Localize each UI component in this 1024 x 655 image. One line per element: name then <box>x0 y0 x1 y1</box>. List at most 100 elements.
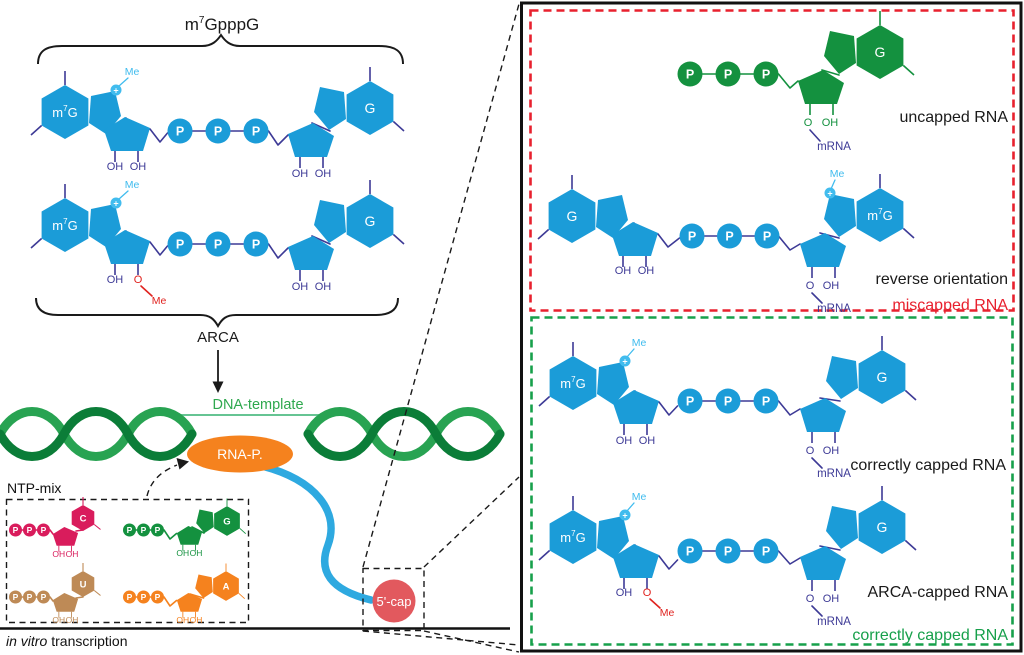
miscapped-box <box>529 9 1015 312</box>
phosphate-label: P <box>724 395 732 409</box>
o-label: O <box>806 280 815 292</box>
base-g-label: G <box>223 517 230 528</box>
adenine-base <box>194 563 246 602</box>
plus-charge-icon <box>824 187 836 199</box>
guanine-label: G <box>877 519 888 535</box>
phosphate-label: P <box>252 238 260 252</box>
structure-reverse-capped-rna: G OH OH P P P O OH mRNA + Me m7G reverse… <box>537 168 1008 315</box>
m7g-label: m7G <box>560 375 585 391</box>
reverse-orientation-label: reverse orientation <box>875 271 1008 288</box>
structure-uncapped-rna: P P P O OH mRNA G uncapped RNA <box>677 10 1008 153</box>
dna-helix-left <box>0 412 192 457</box>
oh-label: OH <box>66 549 79 559</box>
arrow-head-icon <box>176 458 189 470</box>
o-label: O <box>804 117 813 129</box>
guanine-label: G <box>365 213 376 229</box>
structure-arca-capped-rna: + Me m7G OH O Me P P P O OH mRNA G ARCA-… <box>538 485 1008 644</box>
oh-label: OH <box>292 281 309 293</box>
oh-label: OH <box>130 161 147 173</box>
methyl-red-label: Me <box>152 295 167 307</box>
base-a-label: A <box>223 582 230 593</box>
phosphate-label: P <box>41 592 47 602</box>
oh-label: OH <box>822 117 839 129</box>
phosphate-label: P <box>155 592 161 602</box>
phosphate-label: P <box>762 68 770 82</box>
phosphate-label: P <box>13 592 19 602</box>
structure-correctly-capped-rna: + Me m7G OH OH P P P O OH mRNA G correct… <box>538 335 1006 480</box>
phosphate-label: P <box>27 592 33 602</box>
correctly-capped-rna-label: correctly capped RNA <box>850 457 1006 474</box>
oh-label: OH <box>190 548 203 558</box>
ntp-arrow <box>146 464 178 497</box>
cap-zoom-box <box>362 567 425 632</box>
phosphate-label: P <box>688 230 696 244</box>
phosphate-label: P <box>27 525 33 535</box>
plus-label: + <box>622 511 627 521</box>
plus-charge-icon <box>110 197 122 209</box>
ntp-c: P P P C OH OH <box>9 496 102 559</box>
plus-charge-icon <box>619 509 631 521</box>
ntp-mix: NTP-mix P P P C OH OH P P P G OH OH <box>5 458 250 625</box>
guanine-label: G <box>875 44 886 60</box>
five-prime-cap-callout: 5'-cap <box>362 3 520 653</box>
base-u-label: U <box>80 580 87 591</box>
m7g-label: m7G <box>867 207 892 223</box>
plus-charge-icon <box>110 84 122 96</box>
guanine-base <box>313 179 405 249</box>
oh-label: OH <box>52 615 65 625</box>
ntp-a: P P P A OH OH <box>123 563 246 625</box>
brace-bottom <box>35 297 399 329</box>
mrna-label: mRNA <box>817 303 851 315</box>
oh-label: OH <box>292 168 309 180</box>
five-prime-cap <box>372 579 416 623</box>
methyl-label: Me <box>830 168 845 180</box>
callout-line <box>423 630 520 653</box>
oh-label: OH <box>615 265 632 277</box>
structure-arca: + Me m7G OH O Me P P P OH OH G <box>30 179 405 307</box>
oh-label: OH <box>823 445 840 457</box>
oh-label: OH <box>823 593 840 605</box>
brace-top <box>37 33 404 65</box>
guanine-base <box>195 498 247 537</box>
phosphate-label: P <box>686 545 694 559</box>
oh-label: OH <box>616 435 633 447</box>
phosphate-label: P <box>176 125 184 139</box>
phosphate-label: P <box>141 592 147 602</box>
phosphate-label: P <box>127 525 133 535</box>
phosphate-label: P <box>724 545 732 559</box>
phosphate-label: P <box>724 68 732 82</box>
arrow-head-icon <box>212 381 224 393</box>
correctly-capped-rna-green-label: correctly capped RNA <box>852 627 1008 644</box>
uncapped-rna-label: uncapped RNA <box>899 109 1008 126</box>
rna-polymerase <box>187 435 293 473</box>
phosphate-label: P <box>127 592 133 602</box>
structure-m7gpppg: + Me m7G OH OH P P P OH OH G <box>30 66 405 180</box>
guanine-base <box>313 66 405 136</box>
oh-label: OH <box>638 265 655 277</box>
m7g-label: m7G <box>52 217 77 233</box>
ntp-mix-label: NTP-mix <box>7 480 61 496</box>
phosphate-label: P <box>155 525 161 535</box>
guanine-label: G <box>567 208 578 224</box>
oh-label: OH <box>190 615 203 625</box>
arca-label: ARCA <box>197 329 239 346</box>
oh-label: OH <box>616 587 633 599</box>
methyl-label: Me <box>632 337 647 349</box>
mrna-label: mRNA <box>817 141 851 153</box>
callout-line <box>362 630 520 646</box>
plus-label: + <box>113 199 118 209</box>
phosphate-label: P <box>176 238 184 252</box>
ntp-u: P P P U OH OH <box>9 562 102 625</box>
phosphate-label: P <box>686 395 694 409</box>
ntp-mix-box <box>5 498 250 624</box>
m7g-label: m7G <box>560 529 585 545</box>
phosphate-label: P <box>725 230 733 244</box>
dna-template-label: DNA-template <box>212 397 303 413</box>
oh-label: OH <box>315 281 332 293</box>
o-label: O <box>806 445 815 457</box>
miscapped-rna-label: miscapped RNA <box>892 297 1008 314</box>
base-c-label: C <box>80 514 87 525</box>
transcription-scene: DNA-template RNA-P. <box>0 397 500 604</box>
plus-label: + <box>827 189 832 199</box>
